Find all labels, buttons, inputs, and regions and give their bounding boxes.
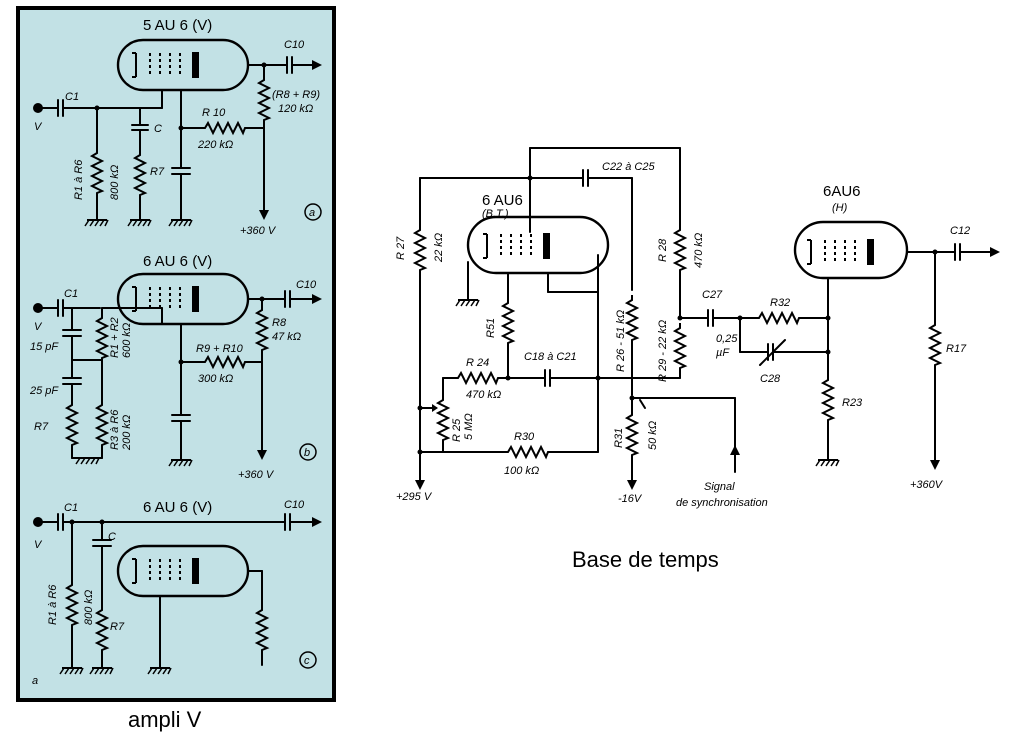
label-panel-c-c1: C1 (64, 502, 78, 514)
label-panel-b-r9r10-val: 300 kΩ (198, 373, 233, 385)
label-panel-b-r1r2-val: 600 kΩ (121, 323, 133, 358)
tube-bt (466, 215, 610, 275)
label-panel-a-r1r6: R1 à R6 (73, 159, 85, 200)
label-timebase-r31-val: 50 kΩ (647, 421, 659, 450)
label-panel-a-c: C (154, 123, 162, 135)
tube-h (793, 220, 909, 280)
label-panel-a-c1: C1 (65, 91, 79, 103)
label-timebase-c28: C28 (760, 373, 781, 385)
circuit-c: 6 AU 6 (V) C (32, 499, 322, 687)
label-panel-b-r8: R8 (272, 317, 287, 329)
label-panel-b-mark: b (304, 447, 310, 459)
label-timebase-tube-bt: 6 AU6 (482, 192, 523, 209)
label-panel-c-r1r6-val: 800 kΩ (83, 590, 95, 625)
label-panel-b-c1: C1 (64, 288, 78, 300)
label-panel-b-r8-val: 47 kΩ (272, 331, 301, 343)
timebase-circuit: 6 AU6 (B.T.) 6AU6 (H) C22 à C25 C12 R 27… (395, 147, 1000, 509)
label-timebase-v360: +360V (910, 479, 944, 491)
label-panel-a-v: V (34, 121, 43, 133)
label-timebase-r26r51: R 26 - 51 kΩ (615, 310, 627, 372)
label-panel-b-c10: C10 (296, 279, 317, 291)
label-timebase-r25-val: 5 MΩ (463, 413, 475, 440)
label-timebase-tube-h: 6AU6 (823, 183, 861, 200)
label-panel-c-c: C (108, 531, 116, 543)
label-timebase-c18c21: C18 à C21 (524, 351, 577, 363)
tube-label-b: 6 AU 6 (V) (143, 253, 212, 270)
caption-base-de-temps: Base de temps (572, 547, 719, 572)
label-panel-b-r1r2: R1 + R2 (109, 317, 121, 358)
label-timebase-r30: R30 (514, 431, 535, 443)
label-timebase-r28: R 28 (657, 238, 669, 262)
label-timebase-r25: R 25 (451, 418, 463, 442)
circuit-b: 6 AU 6 (V) (29, 253, 322, 481)
label-panel-c-side: a (32, 675, 38, 687)
label-timebase-c27-val1: 0,25 (716, 333, 738, 345)
label-panel-b-r3r6: R3 à R6 (109, 409, 121, 450)
input-terminal-a (33, 103, 43, 113)
label-panel-b-supply: +360 V (238, 469, 275, 481)
label-panel-a-r8r9: (R8 + R9) (272, 89, 320, 101)
label-panel-b-c15: 15 pF (30, 341, 59, 353)
ampli-v-panel: 5 AU 6 (V) (16, 6, 336, 702)
label-panel-c-mark: c (304, 655, 310, 667)
circuit-a: 5 AU 6 (V) (33, 17, 322, 237)
label-timebase-r30-val: 100 kΩ (504, 465, 539, 477)
label-timebase-sig2: de synchronisation (676, 497, 768, 509)
label-timebase-tube-h-sub: (H) (832, 202, 848, 214)
label-timebase-r31: R31 (613, 428, 625, 448)
label-timebase-r28-val: 470 kΩ (693, 233, 705, 268)
label-panel-a-c10: C10 (284, 39, 305, 51)
label-timebase-r51: R51 (485, 318, 497, 338)
label-timebase-c12: C12 (950, 225, 970, 237)
label-timebase-r17: R17 (946, 343, 967, 355)
label-timebase-r27: R 27 (395, 236, 407, 260)
label-panel-a-r10-val: 220 kΩ (197, 139, 233, 151)
label-panel-c-r7: R7 (110, 621, 125, 633)
label-timebase-r29r22: R 29 - 22 kΩ (657, 320, 669, 382)
label-panel-a-r10: R 10 (202, 107, 226, 119)
label-panel-c-v: V (34, 539, 43, 551)
label-panel-c-r1r6: R1 à R6 (47, 584, 59, 625)
label-timebase-c22c25: C22 à C25 (602, 161, 655, 173)
label-panel-b-r3r6-val: 200 kΩ (121, 415, 133, 451)
label-panel-c-c10: C10 (284, 499, 305, 511)
label-panel-a-mark: a (309, 207, 315, 219)
label-panel-a-supply: +360 V (240, 225, 277, 237)
label-timebase-r24-val: 470 kΩ (466, 389, 501, 401)
label-panel-b-v: V (34, 321, 43, 333)
label-timebase-r23: R23 (842, 397, 863, 409)
tube-label-a: 5 AU 6 (V) (143, 17, 212, 34)
tube-label-c: 6 AU 6 (V) (143, 499, 212, 516)
label-timebase-v295: +295 V (396, 491, 433, 503)
label-panel-b-r9r10: R9 + R10 (196, 343, 244, 355)
label-timebase-sig1: Signal (704, 481, 735, 493)
label-timebase-v16: -16V (618, 493, 643, 505)
label-timebase-tube-bt-sub: (B.T.) (482, 208, 509, 220)
label-panel-a-r8r9-val: 120 kΩ (278, 103, 313, 115)
label-timebase-c27-val2: µF (716, 347, 730, 359)
caption-ampli-v: ampli V (128, 707, 202, 732)
label-panel-a-r7: R7 (150, 166, 165, 178)
label-timebase-c27: C27 (702, 289, 723, 301)
label-timebase-r27-val: 22 kΩ (433, 233, 445, 263)
label-panel-b-r7: R7 (34, 421, 49, 433)
label-panel-a-r1r6-val: 800 kΩ (109, 165, 121, 200)
label-panel-b-c25: 25 pF (29, 385, 59, 397)
label-timebase-r24: R 24 (466, 357, 489, 369)
label-timebase-r32: R32 (770, 297, 790, 309)
